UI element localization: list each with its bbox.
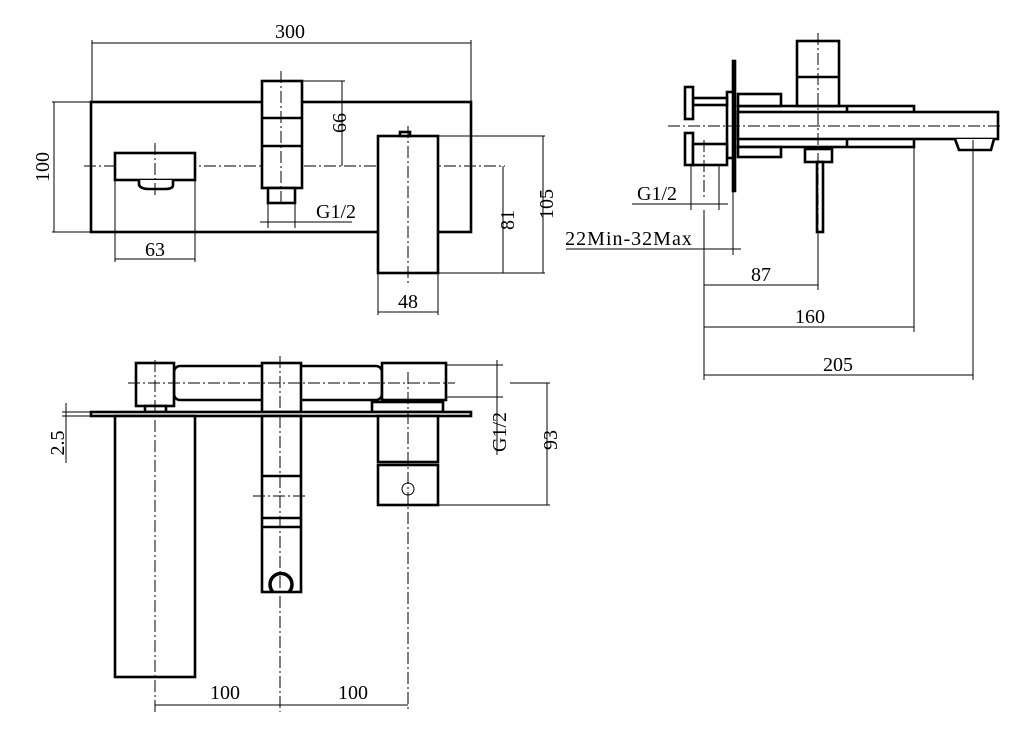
aerator <box>953 138 996 152</box>
wall-range-label: 22Min-32Max <box>565 228 693 250</box>
dim-48: 48 <box>398 291 418 313</box>
diverter <box>260 79 304 190</box>
shower-holder <box>260 414 303 594</box>
dim-100-left: 100 <box>210 682 240 704</box>
rod <box>815 160 825 234</box>
inlet <box>691 142 729 167</box>
top-view: 2.5 G1/2 93 100 100 <box>47 356 562 712</box>
dimension-lines <box>52 40 545 315</box>
hook-icon <box>268 571 294 594</box>
dim-63: 63 <box>145 239 165 261</box>
thread-label: G1/2 <box>637 183 677 205</box>
dim-87: 87 <box>751 264 771 286</box>
middle-block <box>260 361 303 414</box>
dim-105: 105 <box>536 189 558 219</box>
mixer-tab <box>398 130 412 138</box>
flange <box>725 90 735 160</box>
dim-205: 205 <box>823 354 853 376</box>
thread-label: G1/2 <box>316 201 356 223</box>
dim-93: 93 <box>540 430 562 450</box>
spout-outlet <box>137 180 175 191</box>
dim-81: 81 <box>497 210 519 230</box>
cartridge-cap <box>376 463 440 507</box>
dim-100: 100 <box>32 152 54 182</box>
dimension-lines <box>566 140 974 380</box>
dim-100-right: 100 <box>338 682 368 704</box>
side-view: G1/2 22Min-32Max 87 160 205 <box>565 33 1000 380</box>
handle-plate-top <box>683 85 695 121</box>
stem <box>691 96 729 107</box>
dim-2-5: 2.5 <box>47 431 69 456</box>
dim-66: 66 <box>329 113 351 133</box>
body-lower <box>736 145 783 159</box>
body-upper <box>736 92 783 108</box>
dim-160: 160 <box>795 306 825 328</box>
thread-label: G1/2 <box>489 412 511 452</box>
dimension-lines <box>62 360 550 706</box>
front-view: 300 100 63 66 G1/2 81 105 48 <box>32 21 558 315</box>
right-block <box>380 361 448 402</box>
dim-300: 300 <box>275 21 305 43</box>
